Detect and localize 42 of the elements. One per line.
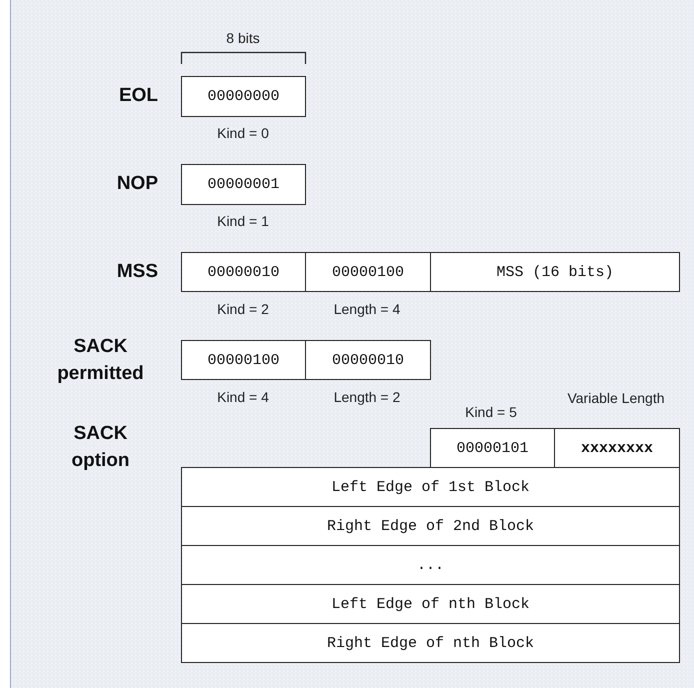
field-value: 00000010 [207, 264, 280, 280]
field-value: 00000100 [207, 352, 280, 368]
field-value: Right Edge of 2nd Block [326, 518, 534, 534]
field-caption: Kind = 1 [216, 212, 270, 231]
field-caption: Kind = 5 [464, 403, 518, 422]
field-value: MSS (16 bits) [496, 264, 614, 280]
field-box [305, 252, 431, 292]
field-caption: Kind = 4 [216, 388, 270, 407]
field-box [181, 340, 306, 380]
option-name: SACK option [70, 422, 131, 473]
field-box [430, 428, 555, 468]
field-box [181, 506, 680, 546]
option-name: MSS [116, 260, 158, 284]
field-box [430, 252, 680, 292]
field-caption: Kind = 0 [216, 124, 270, 143]
option-name: SACK permitted [56, 335, 145, 386]
field-caption: Kind = 2 [216, 300, 270, 319]
field-value: ... [416, 556, 444, 574]
field-value: 00000000 [207, 88, 280, 105]
field-box [181, 467, 680, 507]
field-box [181, 623, 680, 663]
field-value: 00000100 [332, 264, 404, 280]
field-value: xxxxxxxx [580, 440, 653, 456]
field-box [181, 76, 306, 117]
field-value: 00000101 [456, 440, 528, 456]
option-name: EOL [118, 84, 158, 108]
field-value: 00000001 [207, 176, 280, 193]
option-name: NOP [116, 172, 158, 196]
field-caption: Variable Length [566, 389, 666, 408]
dimension-label: 8 bits [225, 30, 261, 46]
field-box [181, 545, 680, 585]
field-box [305, 340, 431, 380]
field-box [181, 584, 680, 624]
field-caption: Length = 2 [332, 388, 402, 407]
field-value: Left Edge of 1st Block [331, 478, 530, 496]
field-box [554, 428, 680, 468]
field-value: Left Edge of nth Block [331, 596, 530, 612]
field-box [181, 164, 306, 205]
field-value: Right Edge of nth Block [326, 634, 534, 652]
field-box [181, 252, 306, 292]
field-caption: Length = 4 [332, 300, 402, 319]
field-value: 00000010 [332, 352, 404, 368]
